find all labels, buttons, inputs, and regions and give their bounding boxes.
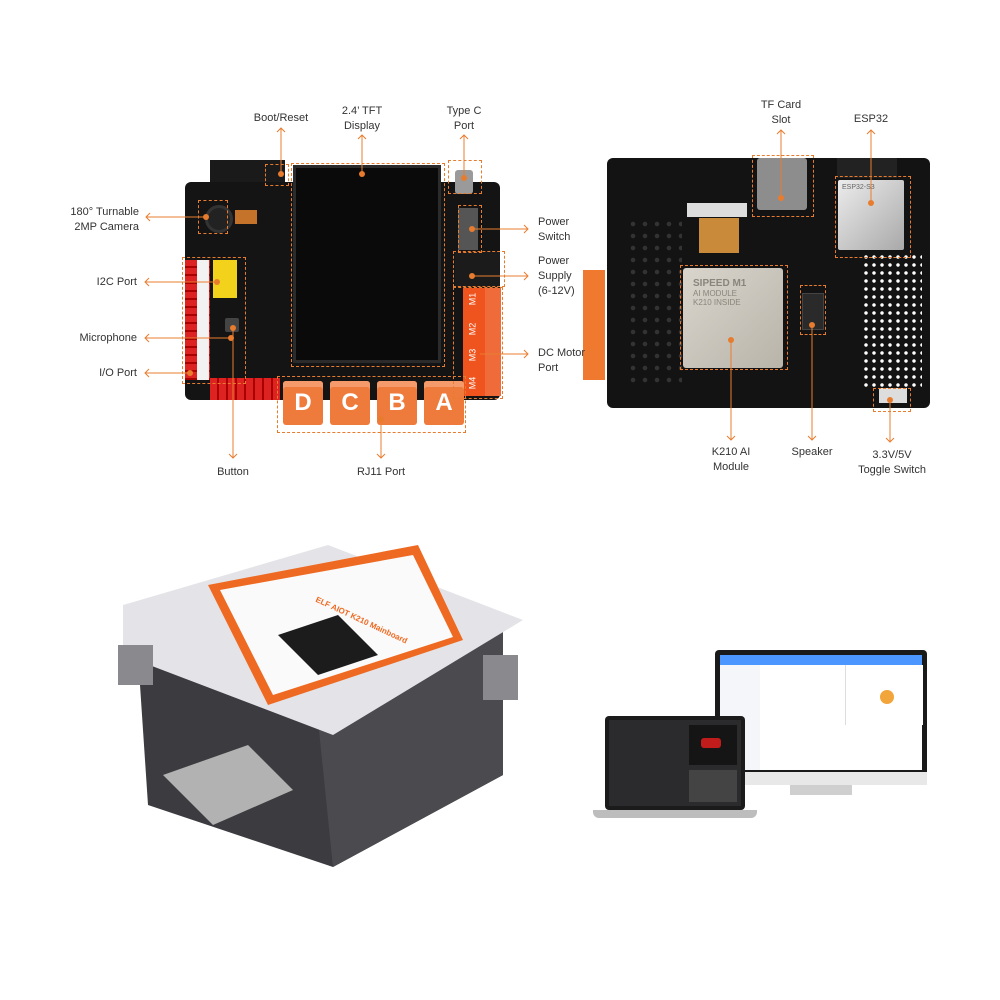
key-d: D (283, 381, 323, 425)
module-line-3: K210 INSIDE (693, 298, 741, 307)
label-microphone: Microphone (79, 332, 137, 344)
key-c: C (330, 381, 370, 425)
toggle-switch (879, 388, 907, 403)
label-speaker: Speaker (791, 446, 833, 458)
label-rj11: RJ11 Port (356, 466, 406, 478)
tft-display (293, 165, 441, 363)
module-brand: SIPEED M1 (693, 278, 747, 289)
motor-ports: M1 M2 M3 M4 (463, 288, 501, 396)
power-jack (455, 252, 500, 287)
type-c-port (455, 170, 473, 194)
label-button: Button (217, 466, 249, 478)
laptop (605, 716, 745, 810)
esp-text: ESP32-S3 (842, 184, 875, 191)
desktop-monitor (715, 650, 927, 785)
label-io: I/O Port (99, 367, 137, 379)
label-esp32: ESP32 (853, 113, 889, 125)
key-a: A (424, 381, 464, 425)
module-line-2: AI MODULE (693, 289, 738, 298)
storage-box: ELF AIOT K210 Mainboard (118, 545, 523, 870)
power-switch (458, 208, 478, 250)
label-boot-reset: Boot/Reset (253, 112, 309, 124)
label-i2c: I2C Port (96, 276, 137, 288)
